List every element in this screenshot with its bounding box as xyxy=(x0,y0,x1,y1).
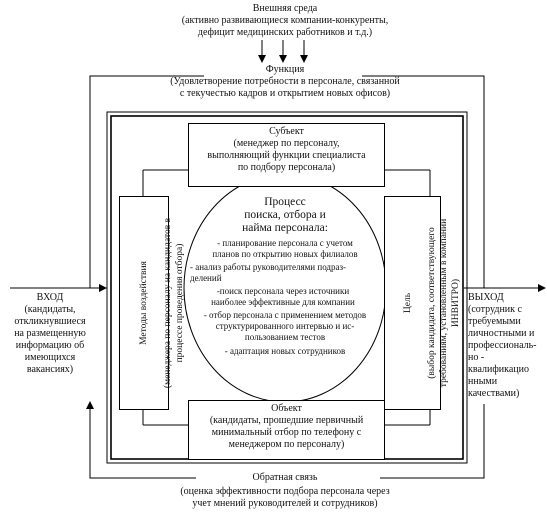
process-item-5: - адаптация новых сотрудников xyxy=(224,346,346,356)
process-item-4: - отбор персонала с применением методов … xyxy=(203,310,367,342)
external-desc: (активно развивающиеся компании-конкурен… xyxy=(181,15,389,38)
methods-title: Методы воздействия xyxy=(139,261,149,345)
methods-box: Методы воздействия (менеджера по персона… xyxy=(119,196,185,410)
input-desc: (кандидаты, откликнувшиеся на размещенну… xyxy=(14,304,86,375)
goal-desc: (выбор кандидата, соответствующего требо… xyxy=(427,218,461,388)
external-title: Внешняя среда xyxy=(252,3,318,14)
outer-frame-top xyxy=(89,75,204,288)
methods-text: Методы воздействия (менеджера по персона… xyxy=(126,197,185,409)
object-box: Объект (кандидаты, прошедшие первичный м… xyxy=(188,400,385,460)
feedback-title: Обратная связь xyxy=(200,472,370,484)
feedback-line-left xyxy=(86,401,196,479)
object-desc: (кандидаты, прошедшие первичный минималь… xyxy=(209,415,364,450)
object-title: Объект xyxy=(271,403,302,414)
outer-frame-top-right xyxy=(362,75,485,288)
output-desc: (сотрудник с требуемыми личностными и пр… xyxy=(468,304,537,399)
output-title: ВЫХОД xyxy=(468,292,504,303)
process-title: Процесс поиска, отбора и найма персонала… xyxy=(242,196,328,234)
methods-desc: (менеджера по персоналу на кандидатов в … xyxy=(163,217,185,389)
function-title: Функция xyxy=(265,64,305,75)
subject-title: Субъект xyxy=(269,126,304,137)
goal-box: Цель (выбор кандидата, соответствующего … xyxy=(384,196,461,410)
feedback-desc: (оценка эффективности подбора персонала … xyxy=(180,486,390,509)
subject-box: Субъект (менеджер по персоналу, выполняю… xyxy=(188,123,385,187)
function-desc: (Удовлетворение потребности в персонале,… xyxy=(170,76,400,99)
goal-text: Цель (выбор кандидата, соответствующего … xyxy=(390,197,461,409)
feedback-line xyxy=(380,404,485,479)
process-item-1: - планирование персонала с учетом планов… xyxy=(212,238,358,259)
process-item-2: - анализ работы руководителями подраз- д… xyxy=(190,262,347,283)
process-item-3: -поиск персонала через источники наиболе… xyxy=(211,286,355,307)
subject-desc: (менеджер по персоналу, выполняющий функ… xyxy=(207,138,366,173)
goal-title: Цель xyxy=(403,292,413,314)
input-title: ВХОД xyxy=(36,292,64,303)
